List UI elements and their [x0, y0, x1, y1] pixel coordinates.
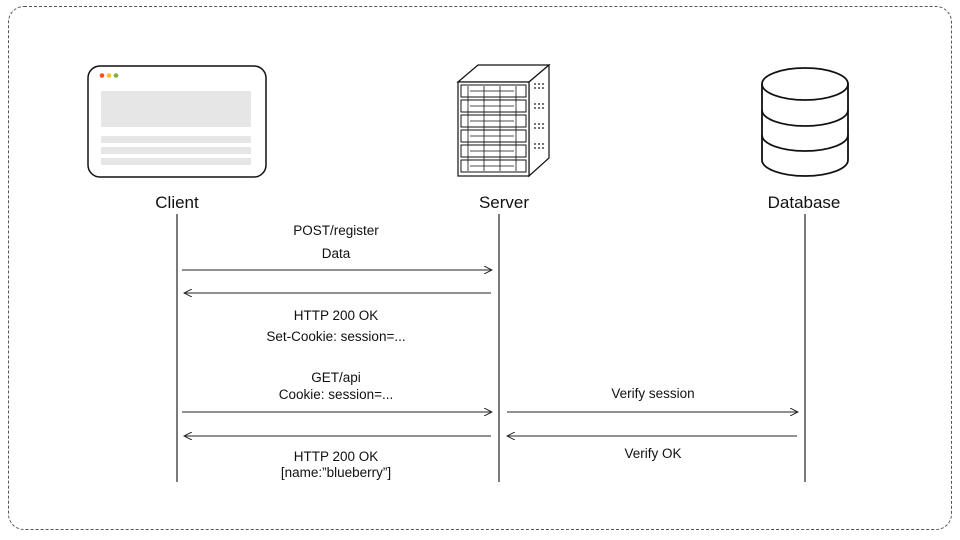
api-response-line2: [name:”blueberry”]: [280, 465, 392, 480]
database-cylinder-icon: [761, 67, 849, 177]
api-response-line1: HTTP 200 OK: [293, 449, 379, 464]
database-label: Database: [767, 193, 841, 212]
api-request-line2: Cookie: session=...: [278, 387, 394, 402]
diagram-frame: [8, 6, 952, 530]
api-request-line1: GET/api: [311, 370, 361, 385]
verify-session-label: Verify session: [611, 386, 695, 401]
verify-ok-label: Verify OK: [624, 446, 682, 461]
register-request-line2: Data: [321, 246, 351, 261]
register-response-line1: HTTP 200 OK: [293, 308, 379, 323]
server-label: Server: [478, 193, 530, 212]
register-request-line1: POST/register: [293, 223, 379, 238]
register-response-line2: Set-Cookie: session=...: [266, 329, 406, 344]
server-rack-icon: [456, 63, 551, 178]
client-label: Client: [155, 193, 199, 212]
browser-window-icon: [87, 65, 267, 178]
